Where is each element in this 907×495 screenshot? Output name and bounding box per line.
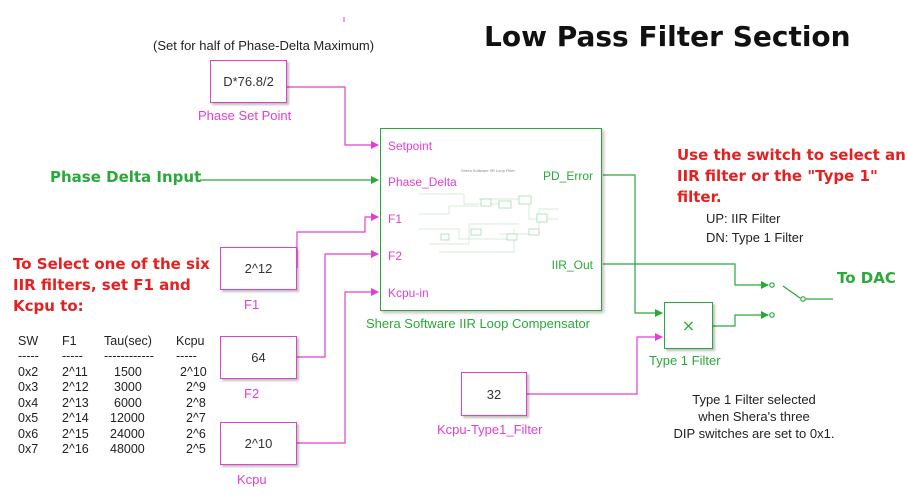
table-cell: 2^8	[186, 395, 206, 410]
phase-set-point-block[interactable]: D*76.8/2	[210, 60, 287, 103]
table-header: SW	[18, 333, 39, 348]
kcpu-type1-label: Kcpu-Type1_Filter	[437, 422, 543, 437]
wire-f2	[297, 250, 379, 358]
filter-table: SW F1 Tau(sec) Kcpu ----- ----- --------…	[18, 333, 207, 457]
kcpu-block[interactable]: 2^10	[220, 422, 297, 465]
table-header: F1	[62, 333, 77, 348]
table-header: Tau(sec)	[104, 333, 152, 348]
wire-type1-out	[713, 311, 769, 327]
table-cell: 0x4	[18, 395, 39, 410]
setpoint-note: (Set for half of Phase-Delta Maximum)	[153, 38, 375, 53]
select-note-line: IIR filters, set F1 and	[13, 276, 191, 294]
switch-dn-note: DN: Type 1 Filter	[706, 230, 804, 245]
wire-f1	[296, 213, 379, 268]
type1-note-line: DIP switches are set to 0x1.	[673, 426, 835, 441]
port-iir-out: IIR_Out	[551, 258, 593, 272]
table-header-row: SW F1 Tau(sec) Kcpu	[18, 333, 207, 349]
table-cell: 2^12	[62, 380, 89, 395]
port-f2: F2	[388, 249, 403, 263]
table-cell: 2^9	[186, 380, 206, 395]
table-cell: 0x7	[18, 442, 39, 457]
type1-note-line: when Shera's three	[698, 409, 810, 424]
port-phase-delta: Phase_Delta	[388, 175, 457, 189]
table-cell: 12000	[110, 411, 145, 426]
table-row: 0x2 2^11 1500 2^10	[18, 364, 207, 380]
table-cell: 2^13	[62, 395, 89, 410]
table-cell: 24000	[110, 426, 145, 441]
switch-up-note: UP: IIR Filter	[706, 211, 781, 226]
table-row: 0x4 2^13 6000 2^8	[18, 395, 207, 411]
table-divider: ------------	[104, 349, 154, 364]
port-setpoint: Setpoint	[388, 139, 433, 153]
phase-set-point-value: D*76.8/2	[223, 74, 274, 89]
wire-kcpu	[297, 288, 379, 444]
f1-value: 2^12	[244, 261, 273, 276]
f2-value: 64	[251, 350, 266, 365]
table-cell: 48000	[110, 442, 145, 457]
select-note-line: To Select one of the six	[13, 255, 210, 273]
table-row: 0x6 2^15 24000 2^6	[18, 426, 207, 442]
type1-note: Type 1 Filter selected when Shera's thre…	[664, 391, 844, 442]
table-cell: 1500	[114, 364, 142, 379]
table-cell: 2^5	[186, 442, 206, 457]
table-divider: -----	[18, 349, 39, 364]
table-divider: -----	[62, 349, 83, 364]
table-cell: 2^11	[62, 364, 88, 379]
kcpu-type1-value: 32	[486, 386, 502, 402]
table-cell: 0x3	[18, 380, 39, 395]
table-divider-row: ----- ----- ------------ -----	[18, 349, 207, 365]
switch-note: Use the switch to select an IIR filter o…	[677, 145, 906, 208]
table-cell: 2^7	[186, 411, 206, 426]
switch-note-line: IIR filter or the "Type 1"	[677, 167, 878, 185]
switch-note-line: Use the switch to select an	[677, 146, 906, 164]
phase-delta-input-label: Phase Delta Input	[50, 168, 202, 186]
table-cell: 2^15	[62, 426, 89, 441]
select-note: To Select one of the six IIR filters, se…	[13, 254, 210, 317]
wire-setpoint	[287, 86, 379, 149]
table-divider: -----	[176, 349, 197, 364]
switch-note-line: filter.	[677, 188, 722, 206]
type1-filter-label: Type 1 Filter	[649, 353, 721, 368]
select-note-line: Kcpu to:	[13, 297, 84, 315]
table-row: 0x5 2^14 12000 2^7	[18, 411, 207, 427]
table-cell: 0x2	[18, 364, 39, 379]
table-cell: 0x6	[18, 426, 39, 441]
iir-loop-compensator-label: Shera Software IIR Loop Compensator	[366, 316, 591, 331]
table-cell: 2^6	[186, 426, 206, 441]
table-header: Kcpu	[176, 333, 205, 348]
page-title: Low Pass Filter Section	[484, 20, 851, 53]
port-f1: F1	[388, 212, 403, 226]
wire-pd-error	[603, 174, 663, 317]
table-cell: 2^10	[180, 364, 207, 379]
f1-block[interactable]: 2^12	[220, 247, 297, 290]
f2-label: F2	[244, 386, 260, 401]
table-cell: 2^14	[62, 411, 89, 426]
f2-block[interactable]: 64	[220, 336, 297, 379]
table-cell: 2^16	[62, 442, 89, 457]
phase-set-point-label: Phase Set Point	[198, 108, 292, 123]
table-row: 0x3 2^12 3000 2^9	[18, 380, 207, 396]
table-row: 0x7 2^16 48000 2^5	[18, 442, 207, 458]
switch-icon	[769, 282, 806, 318]
kcpu-value: 2^10	[244, 436, 273, 451]
type1-note-line: Type 1 Filter selected	[692, 392, 816, 407]
port-pd-error: PD_Error	[542, 169, 593, 183]
kcpu-label: Kcpu	[237, 472, 267, 487]
inner-diagram-thumbnail	[419, 193, 559, 253]
iir-loop-compensator-block[interactable]: Setpoint Phase_Delta F1 F2 Kcpu-in PD_Er…	[380, 128, 602, 311]
f1-label: F1	[244, 297, 260, 312]
table-cell: 6000	[114, 395, 142, 410]
wire-iir-out	[603, 263, 769, 289]
port-kcpu-in: Kcpu-in	[388, 286, 429, 300]
to-dac-label: To DAC	[837, 269, 896, 287]
inner-caption: Shera Software IIR Loop Filter	[461, 168, 515, 173]
kcpu-type1-block[interactable]: 32	[461, 372, 527, 416]
table-cell: 3000	[114, 380, 142, 395]
multiply-icon: ×	[681, 316, 696, 335]
type1-filter-block[interactable]: ×	[664, 302, 713, 349]
table-cell: 0x5	[18, 411, 39, 426]
wire-kcpu-type1	[527, 333, 663, 395]
